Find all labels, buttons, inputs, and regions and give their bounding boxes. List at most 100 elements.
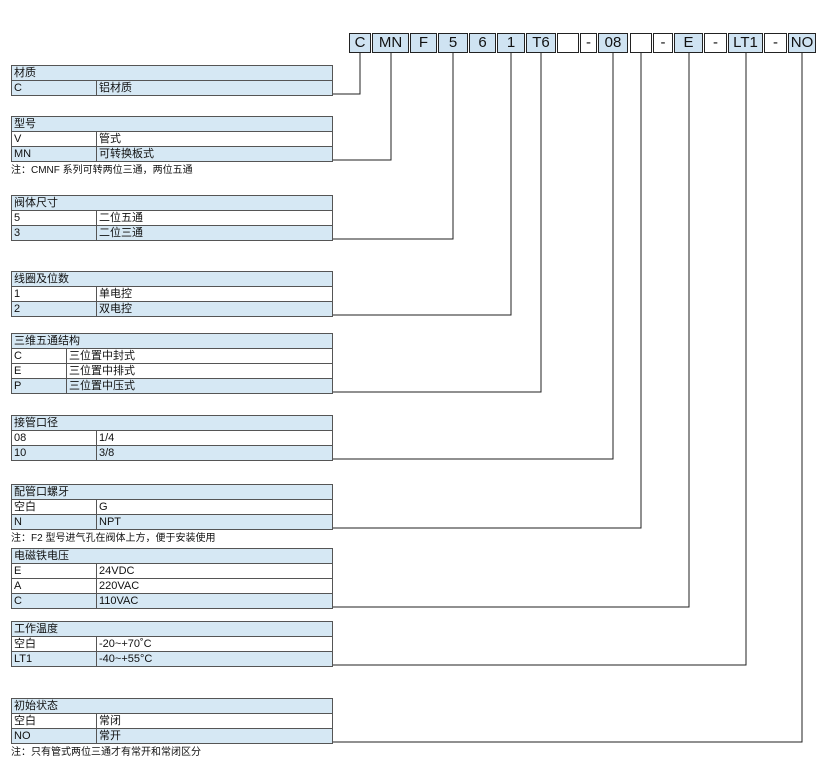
code-box-9: -: [580, 33, 597, 53]
option-code: 10: [14, 447, 27, 459]
table-row: N NPT: [12, 515, 332, 529]
option-code: NO: [14, 730, 31, 742]
code-box-4: 5: [438, 33, 468, 53]
option-description: 单电控: [96, 287, 132, 301]
table-row: E 三位置中排式: [12, 364, 332, 379]
option-description: 1/4: [96, 431, 114, 445]
option-description: 24VDC: [96, 564, 134, 578]
table-title: 三维五通结构: [12, 334, 332, 349]
option-description: 3/8: [96, 446, 114, 460]
table-title: 工作温度: [12, 622, 332, 637]
option-code: LT1: [14, 653, 33, 665]
option-description: 110VAC: [96, 594, 138, 608]
table-row: MN 可转换板式: [12, 147, 332, 161]
connector-line: [333, 53, 512, 316]
option-code: E: [14, 565, 22, 577]
code-box-5: 6: [469, 33, 496, 53]
option-description: 管式: [96, 132, 121, 146]
code-box-8: [557, 33, 579, 53]
connector-line: [333, 53, 614, 460]
table-row: NO 常开: [12, 729, 332, 743]
option-code: V: [14, 133, 22, 145]
option-code: E: [14, 365, 22, 377]
option-description: 二位三通: [96, 226, 143, 240]
connector-line: [333, 53, 361, 95]
table-row: 10 3/8: [12, 446, 332, 460]
option-description: G: [96, 500, 108, 514]
code-box-15: LT1: [728, 33, 763, 53]
option-description: -20~+70˚C: [96, 637, 152, 651]
connector-line: [333, 53, 392, 161]
option-description: 220VAC: [96, 579, 139, 593]
table-title: 电磁铁电压: [12, 549, 332, 564]
code-box-14: -: [704, 33, 727, 53]
option-code: N: [14, 516, 22, 528]
option-description: 常开: [96, 729, 121, 743]
table-row: V 管式: [12, 132, 332, 147]
option-code: 1: [14, 288, 21, 300]
option-code: P: [14, 380, 22, 392]
option-table-10: 初始状态空白 常闭 NO 常开: [11, 698, 333, 744]
table-note: 注：只有管式两位三通才有常开和常闭区分: [11, 747, 201, 758]
table-row: 空白 常闭: [12, 714, 332, 729]
code-box-12: -: [653, 33, 673, 53]
table-title: 阀体尺寸: [12, 196, 332, 211]
option-table-9: 工作温度空白 -20~+70˚C LT1 -40~+55°C: [11, 621, 333, 667]
code-box-11: [630, 33, 652, 53]
table-row: 空白 -20~+70˚C: [12, 637, 332, 652]
connector-line: [333, 53, 642, 529]
code-box-1: C: [349, 33, 371, 53]
table-title: 型号: [12, 117, 332, 132]
code-box-7: T6: [526, 33, 556, 53]
code-box-2: MN: [372, 33, 409, 53]
table-title: 配管口螺牙: [12, 485, 332, 500]
option-description: 三位置中排式: [66, 364, 135, 378]
table-note: 注：CMNF 系列可转两位三通，两位五通: [11, 165, 193, 176]
option-code: 空白: [14, 638, 36, 650]
table-row: 1 单电控: [12, 287, 332, 302]
option-description: 常闭: [96, 714, 121, 728]
connector-line: [333, 53, 454, 240]
option-description: 双电控: [96, 302, 132, 316]
code-box-13: E: [674, 33, 703, 53]
table-title: 接管口径: [12, 416, 332, 431]
code-box-3: F: [410, 33, 437, 53]
table-note: 注：F2 型号进气孔在阀体上方，便于安装使用: [11, 533, 216, 544]
table-title: 线圈及位数: [12, 272, 332, 287]
option-description: 三位置中封式: [66, 349, 135, 363]
code-box-17: NO: [788, 33, 816, 53]
option-description: 铝材质: [96, 81, 132, 95]
code-box-6: 1: [497, 33, 525, 53]
option-description: 三位置中压式: [66, 379, 135, 393]
option-code: C: [14, 350, 22, 362]
table-row: 08 1/4: [12, 431, 332, 446]
table-title: 初始状态: [12, 699, 332, 714]
connector-line: [333, 53, 803, 743]
table-row: E 24VDC: [12, 564, 332, 579]
option-code: C: [14, 595, 22, 607]
option-code: 5: [14, 212, 21, 224]
table-row: C 三位置中封式: [12, 349, 332, 364]
option-code: MN: [14, 148, 32, 160]
option-description: 可转换板式: [96, 147, 154, 161]
option-description: -40~+55°C: [96, 652, 152, 666]
table-title: 材质: [12, 66, 332, 81]
table-row: P 三位置中压式: [12, 379, 332, 393]
code-box-10: 08: [598, 33, 628, 53]
option-description: NPT: [96, 515, 121, 529]
option-code: 08: [14, 432, 27, 444]
option-code: 空白: [14, 715, 36, 727]
table-row: C 110VAC: [12, 594, 332, 608]
